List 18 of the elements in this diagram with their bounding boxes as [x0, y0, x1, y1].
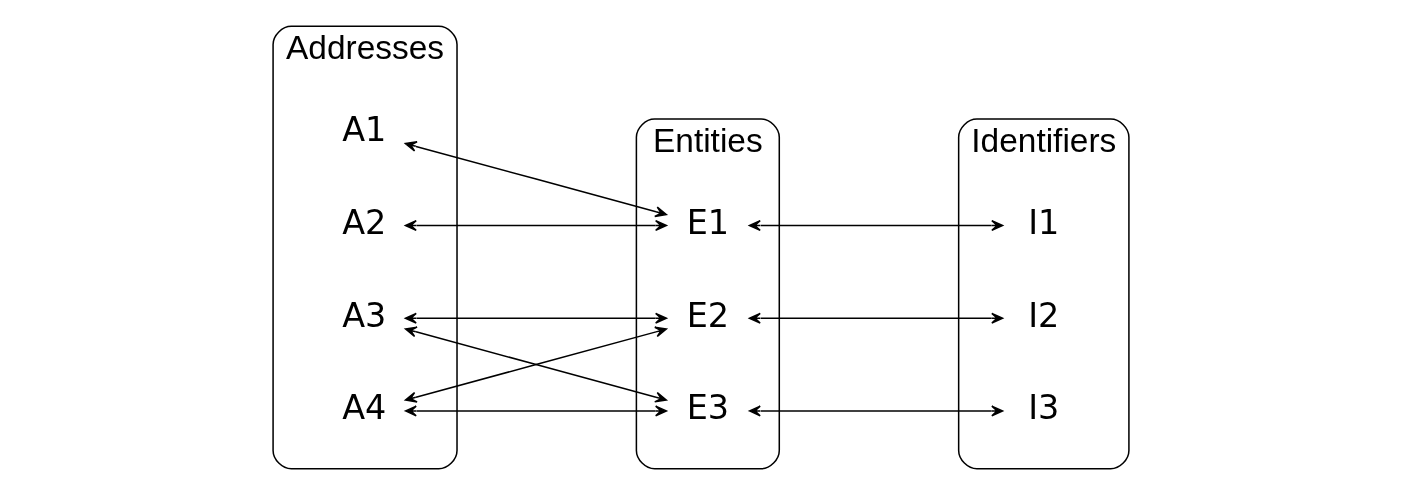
arrow	[748, 312, 1004, 324]
node-text: I3	[1028, 388, 1060, 428]
node-text: E2	[686, 295, 730, 335]
node-text: A3	[342, 295, 387, 335]
arrow	[404, 140, 668, 218]
node-text: E1	[686, 202, 730, 242]
arrow	[748, 405, 1004, 417]
node-text: I2	[1028, 295, 1060, 335]
arrow	[404, 326, 668, 403]
node-text: A1	[342, 110, 387, 150]
arrow	[404, 405, 668, 417]
node-text: A2	[342, 202, 387, 242]
arrow	[404, 219, 668, 231]
node-text: I1	[1028, 202, 1060, 242]
node-text: A4	[342, 388, 387, 428]
arrow	[748, 219, 1004, 231]
node-text: E3	[686, 388, 730, 428]
arrow	[404, 312, 668, 324]
